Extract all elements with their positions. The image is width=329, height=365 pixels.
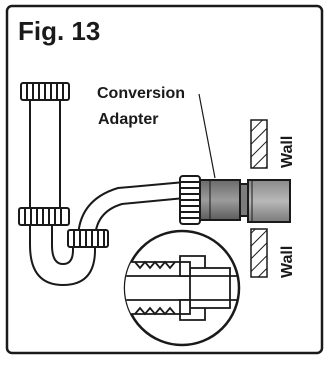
adapter-cross-section-detail bbox=[123, 229, 241, 347]
adapter-leader-line bbox=[198, 93, 216, 179]
wall-pipe-sleeve bbox=[247, 179, 291, 223]
wall-label-top: Wall bbox=[279, 136, 296, 168]
wall-upper bbox=[250, 119, 268, 169]
figure-border bbox=[5, 4, 324, 355]
adapter-label-line2: Adapter bbox=[98, 111, 158, 128]
wall-lower bbox=[250, 228, 268, 278]
adapter-label-line1: Conversion bbox=[97, 85, 185, 102]
hatched-wall bbox=[250, 119, 268, 278]
wall-label-bottom: Wall bbox=[279, 246, 296, 278]
conversion-adapter bbox=[179, 175, 291, 225]
figure-title: Fig. 13 bbox=[18, 16, 100, 46]
